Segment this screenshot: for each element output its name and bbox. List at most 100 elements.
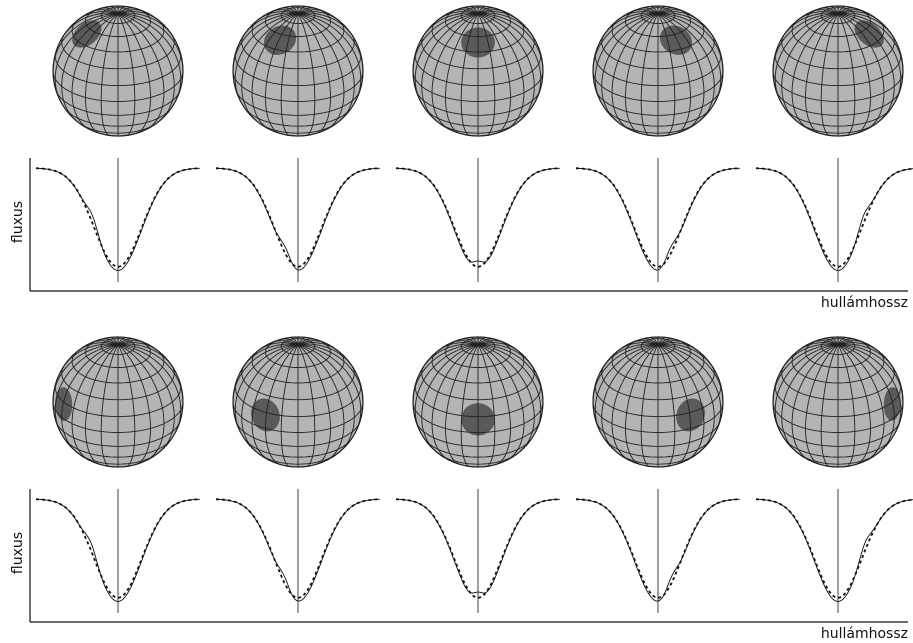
- meridian-line: [52, 13, 119, 69]
- meridian-line: [297, 344, 316, 467]
- latitude-line: [118, 90, 181, 116]
- line-profile: [575, 489, 741, 613]
- meridian-line: [297, 344, 345, 461]
- meridian-line: [414, 344, 479, 433]
- spotted-profile: [35, 167, 201, 271]
- spotted-profile: [575, 498, 741, 602]
- star-spot: [676, 398, 705, 432]
- star-sphere: [232, 5, 364, 137]
- latitude-line: [775, 421, 838, 447]
- latitude-line: [234, 53, 298, 87]
- meridian-line: [837, 13, 902, 102]
- latitude-line: [838, 366, 895, 401]
- meridian-line: [657, 13, 676, 136]
- latitude-line: [298, 90, 361, 116]
- star-spot: [883, 387, 901, 421]
- latitude-line: [594, 384, 658, 418]
- spotted-profile: [395, 167, 561, 263]
- latitude-line: [55, 421, 118, 447]
- star-sphere: [592, 336, 724, 468]
- spotted-profile: [215, 498, 381, 602]
- meridian-line: [100, 13, 119, 136]
- latitude-line: [775, 90, 838, 116]
- sphere-outline: [52, 336, 184, 468]
- latitude-line: [54, 384, 118, 418]
- latitude-line: [421, 366, 478, 401]
- meridian-line: [477, 13, 525, 130]
- meridian-line: [265, 13, 299, 134]
- sphere-outline: [232, 5, 364, 137]
- latitude-line: [298, 35, 355, 70]
- meridian-line: [477, 13, 496, 136]
- sphere-grid: [772, 337, 904, 468]
- star-sphere: [772, 5, 904, 137]
- meridian-line: [232, 13, 299, 69]
- meridian-line: [297, 13, 331, 134]
- star-sphere: [52, 336, 184, 468]
- meridian-line: [117, 13, 165, 130]
- spotted-profile: [755, 167, 913, 271]
- latitude-line: [478, 384, 542, 418]
- y-axis-label-bottom: fluxus: [10, 532, 26, 574]
- meridian-line: [772, 13, 839, 69]
- sphere-outline: [412, 336, 544, 468]
- latitude-line: [298, 366, 355, 401]
- meridian-line: [791, 13, 839, 130]
- latitude-line: [838, 384, 902, 418]
- unspotted-profile: [755, 167, 913, 268]
- latitude-line: [781, 366, 838, 401]
- latitude-line: [658, 384, 722, 418]
- meridian-line: [85, 344, 119, 465]
- meridian-line: [421, 344, 479, 453]
- meridian-line: [837, 13, 885, 130]
- meridian-line: [412, 13, 479, 69]
- meridian-line: [445, 344, 479, 465]
- meridian-line: [594, 344, 659, 433]
- spotted-profile: [575, 167, 741, 271]
- latitude-line: [118, 53, 182, 87]
- meridian-line: [117, 344, 151, 465]
- meridian-line: [431, 13, 479, 130]
- meridian-line: [837, 344, 885, 461]
- x-axis-label-top: hullámhossz: [821, 295, 908, 311]
- latitude-line: [298, 421, 361, 447]
- sphere-outline: [52, 5, 184, 137]
- latitude-line: [414, 384, 478, 418]
- latitude-line: [478, 53, 542, 87]
- meridian-line: [280, 344, 299, 467]
- latitude-line: [478, 90, 541, 116]
- sphere-grid: [772, 6, 904, 137]
- latitude-line: [601, 366, 658, 401]
- meridian-line: [85, 13, 119, 134]
- spotted-profile: [395, 498, 561, 594]
- meridian-line: [837, 344, 871, 465]
- latitude-line: [415, 421, 478, 447]
- latitude-line: [235, 90, 298, 116]
- latitude-line: [241, 366, 298, 401]
- sphere-outline: [772, 5, 904, 137]
- meridian-line: [477, 344, 511, 465]
- meridian-line: [460, 344, 479, 467]
- meridian-line: [265, 344, 299, 465]
- star-spot: [854, 20, 884, 48]
- latitude-line: [658, 53, 722, 87]
- latitude-line: [595, 421, 658, 447]
- latitude-line: [118, 384, 182, 418]
- meridian-line: [234, 344, 299, 433]
- latitude-line: [61, 366, 118, 401]
- latitude-line: [838, 35, 895, 70]
- sphere-outline: [592, 336, 724, 468]
- meridian-line: [625, 344, 659, 465]
- latitude-line: [838, 90, 901, 116]
- latitude-line: [478, 35, 535, 70]
- line-profile: [395, 158, 561, 282]
- latitude-line: [594, 53, 658, 87]
- latitude-line: [118, 366, 175, 401]
- meridian-line: [837, 13, 871, 134]
- latitude-line: [774, 53, 838, 87]
- star-spot: [251, 398, 280, 432]
- meridian-line: [241, 13, 299, 122]
- latitude-line: [595, 90, 658, 116]
- meridian-line: [611, 13, 659, 130]
